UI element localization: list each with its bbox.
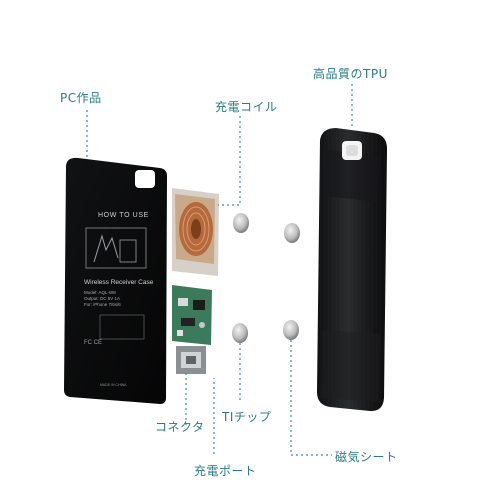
made-in: MADE IN CHINA [100, 383, 127, 387]
magnet-disc-2 [284, 223, 300, 243]
model-line: Model: AQL-W8 [84, 290, 116, 295]
connector-part [176, 346, 206, 374]
label-charge-port: 充電ポート [194, 464, 257, 478]
output-line: Output: DC 5V 1A [84, 296, 121, 301]
pc-back-plate [64, 157, 167, 404]
leader-magnet [290, 340, 332, 456]
magnet-disc-4 [283, 320, 299, 340]
product-name: Wireless Receiver Case [84, 279, 154, 286]
cert-marks: FC CE [84, 340, 102, 346]
compat-line: For: iPhone 7/6s/6 [84, 302, 121, 307]
label-pc-shell: PC作品 [60, 91, 102, 105]
label-magnet-sheet: 磁気シート [335, 450, 398, 464]
camera-cutout [135, 170, 155, 188]
label-connector: コネクタ [155, 420, 205, 434]
leader-coil [218, 116, 241, 206]
label-tpu: 高品質のTPU [313, 67, 388, 81]
label-ti-chip: TIチップ [222, 410, 272, 424]
magnet-discs [232, 213, 300, 343]
pcb-board [172, 285, 212, 345]
label-charging-coil: 充電コイル [215, 100, 278, 114]
instruction-diagram-box [85, 227, 147, 269]
magnet-disc-3 [232, 323, 248, 343]
charging-coil-board [172, 188, 219, 276]
how-to-use-heading: HOW TO USE [98, 212, 149, 219]
tpu-case [317, 128, 387, 412]
magnet-disc-1 [233, 213, 249, 233]
